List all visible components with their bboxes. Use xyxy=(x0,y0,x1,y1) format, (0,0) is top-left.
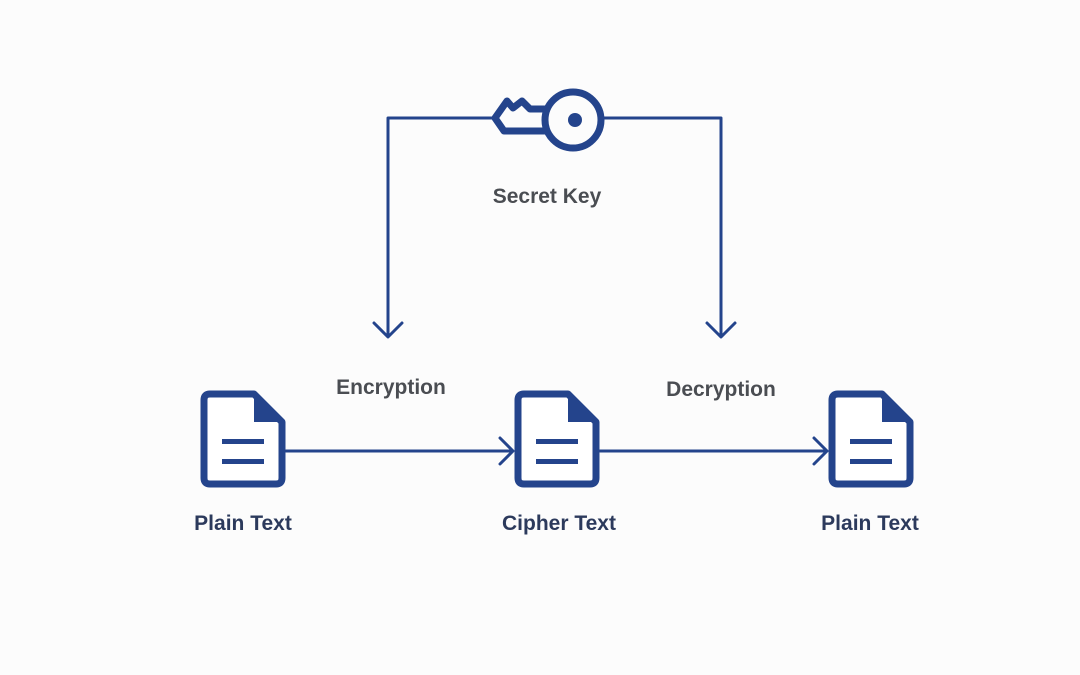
key-to-encryption-line xyxy=(386,116,497,338)
document-icon xyxy=(828,390,914,488)
key-icon xyxy=(491,88,605,152)
plain-text-in-label: Plain Text xyxy=(194,512,292,535)
plain-text-out-label: Plain Text xyxy=(821,512,919,535)
key-to-decryption-line xyxy=(601,116,723,338)
encryption-label: Encryption xyxy=(336,376,446,399)
document-icon xyxy=(514,390,600,488)
secret-key-label: Secret Key xyxy=(492,185,602,208)
decryption-arrowhead xyxy=(705,321,737,339)
decryption-label: Decryption xyxy=(666,378,776,401)
document-icon xyxy=(200,390,286,488)
plain-to-cipher-arrowhead xyxy=(498,436,515,466)
cipher-to-plain-arrowhead xyxy=(812,436,829,466)
cipher-text-label: Cipher Text xyxy=(502,512,616,535)
encryption-arrowhead xyxy=(372,321,404,339)
